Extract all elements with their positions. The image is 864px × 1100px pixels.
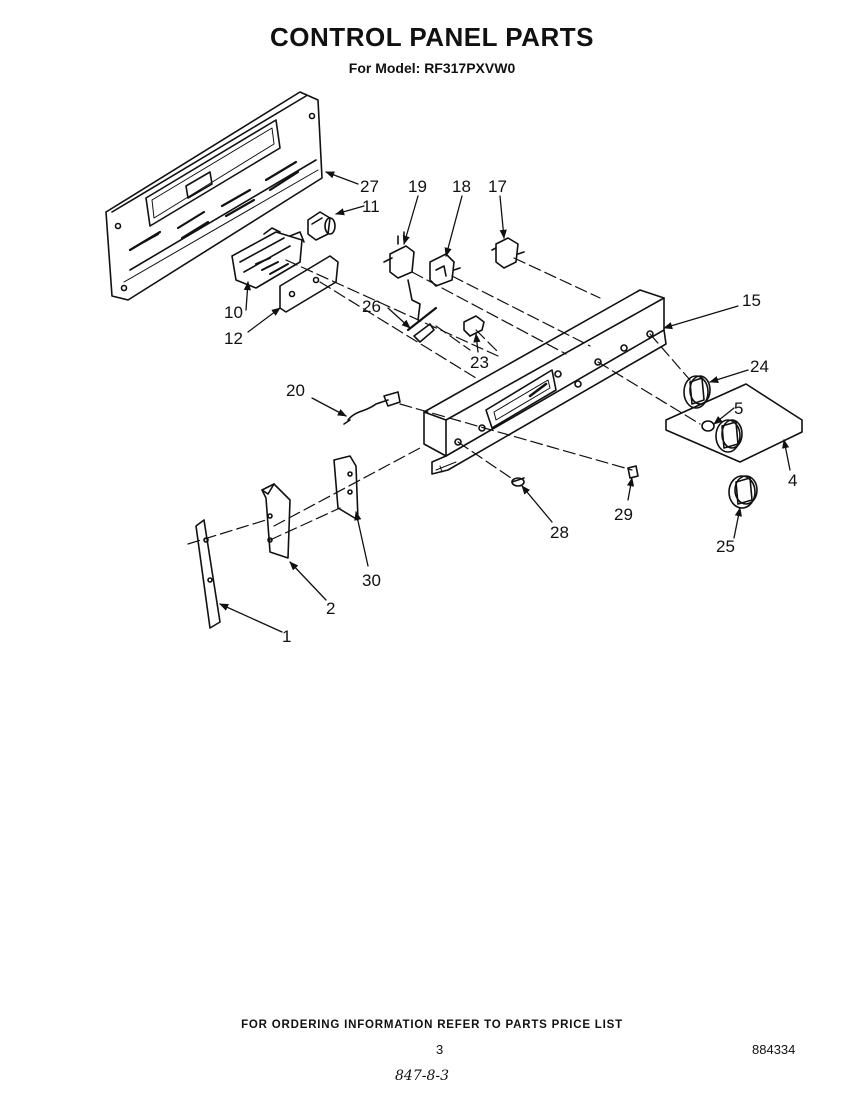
fastener-part-29: [627, 465, 639, 479]
control-part-18: [429, 253, 461, 287]
knob-part-24: [683, 375, 711, 409]
knob-group-4: [665, 383, 803, 463]
control-part-17: [491, 237, 525, 269]
callout-15: 15: [742, 291, 761, 310]
side-trim-part-1: [195, 519, 221, 629]
callout-11: 11: [362, 197, 380, 216]
switch-assembly-10-12: [231, 227, 339, 313]
callout-23: 23: [470, 353, 489, 372]
callout-1: 1: [282, 627, 291, 646]
side-bracket-part-30: [333, 455, 359, 521]
page-number: 3: [436, 1042, 444, 1057]
handwritten-code: 847-8-3: [395, 1068, 449, 1084]
callout-17: 17: [488, 177, 507, 196]
callout-27: 27: [360, 177, 379, 196]
callout-19: 19: [408, 177, 427, 196]
callout-10: 10: [224, 303, 243, 322]
ordering-note: FOR ORDERING INFORMATION REFER TO PARTS …: [241, 1019, 623, 1031]
callout-12: 12: [224, 329, 243, 348]
switch-part-11: [307, 211, 336, 241]
knob-part-25: [728, 475, 758, 509]
callout-25: 25: [716, 537, 735, 556]
callout-18: 18: [452, 177, 471, 196]
assembly-lines: [187, 257, 701, 545]
rear-console-panel-27: [105, 91, 323, 301]
wire-harness-part-20: [343, 391, 401, 425]
page-title: CONTROL PANEL PARTS: [270, 22, 594, 52]
sensor-part-26: [406, 306, 438, 343]
end-bracket-part-2: [261, 483, 291, 559]
callout-30: 30: [362, 571, 381, 590]
callout-24: 24: [750, 357, 769, 376]
callout-2: 2: [326, 599, 335, 618]
fastener-part-28: [511, 477, 525, 487]
connector-part-23: [463, 315, 485, 337]
callout-4: 4: [788, 471, 797, 490]
callout-29: 29: [614, 505, 633, 524]
callout-28: 28: [550, 523, 569, 542]
callout-5: 5: [734, 399, 743, 418]
main-control-panel-15: [423, 289, 667, 475]
model-subtitle: For Model: RF317PXVW0: [348, 60, 516, 76]
callout-20: 20: [286, 381, 305, 400]
callout-26: 26: [362, 297, 381, 316]
reference-number: 884334: [752, 1042, 796, 1057]
leader-lines: [219, 171, 791, 633]
callout-labels: 27 11 19 18 17 15 10 12 26 23 24 5 4 20 …: [224, 177, 797, 646]
exploded-parts-diagram: 27 11 19 18 17 15 10 12 26 23 24 5 4 20 …: [105, 91, 803, 646]
